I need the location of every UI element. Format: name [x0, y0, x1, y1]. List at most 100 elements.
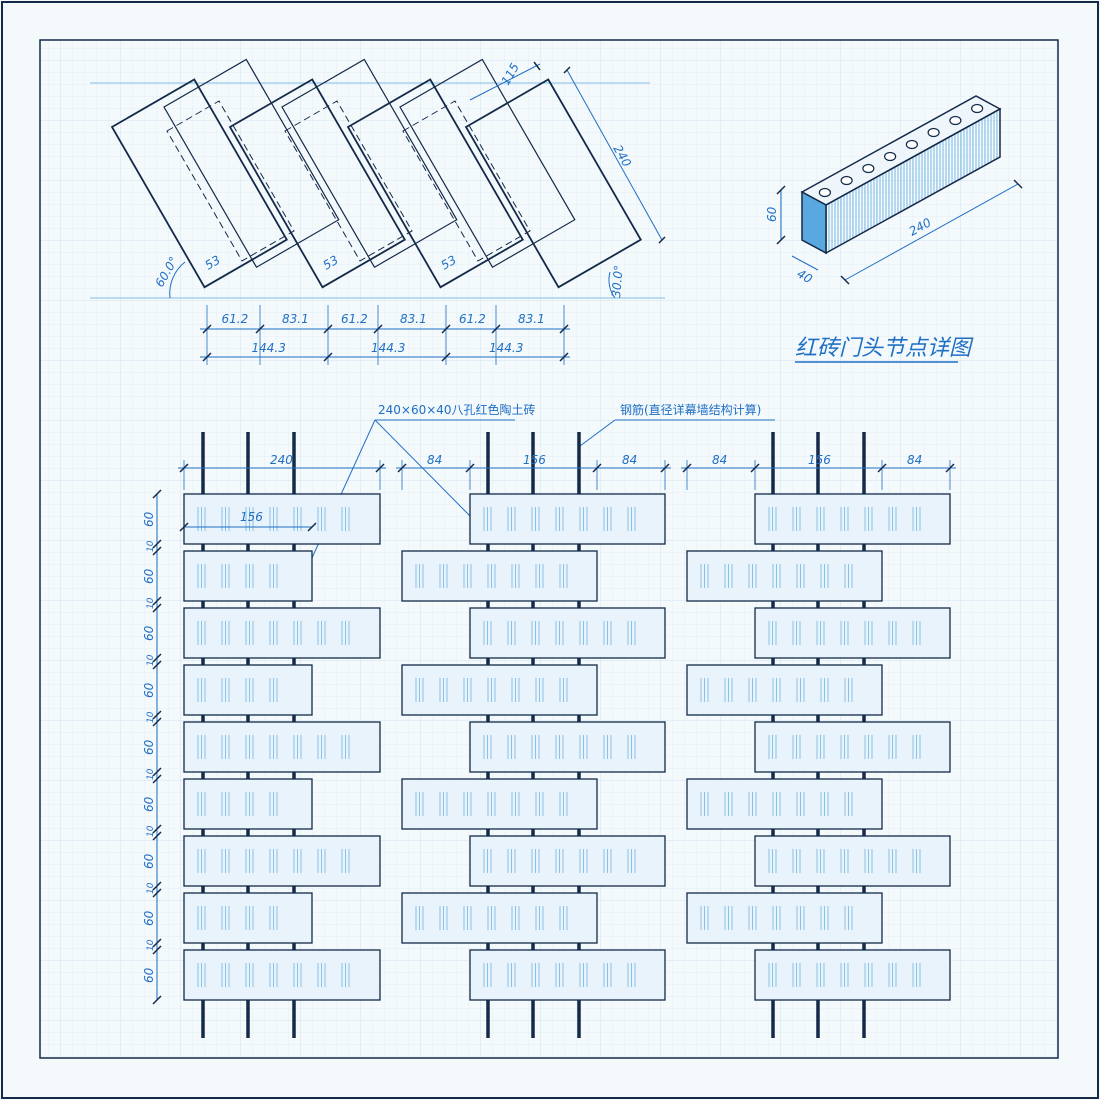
dim-tick [152, 945, 162, 955]
plan-brick-offset [399, 58, 576, 269]
plan-brick-solid [346, 78, 525, 289]
brick [754, 949, 951, 1001]
chain-total-label: 144.3 [489, 341, 523, 355]
dim-tick [152, 824, 162, 834]
dim-tick [375, 463, 385, 473]
elev-dim-84-c: 84 [712, 453, 727, 467]
elev-dim-84-d: 84 [907, 453, 922, 467]
dim-53-1: 53 [203, 253, 223, 273]
brick [183, 493, 381, 545]
angle-arc-30 [608, 271, 616, 299]
brick [183, 835, 381, 887]
dim-tick [877, 463, 887, 473]
dim-tick [373, 324, 383, 334]
joint-label: 10 [146, 654, 156, 666]
dim-tick [152, 995, 162, 1005]
dim-tick [323, 352, 333, 362]
brick [754, 493, 951, 545]
dim-tick [152, 717, 162, 727]
dim-tick [152, 831, 162, 841]
dim-tick [179, 522, 189, 532]
joint-label: 10 [146, 768, 156, 780]
dim-tick [202, 352, 212, 362]
chain-label: 83.1 [518, 312, 545, 326]
brick [686, 892, 883, 944]
dim-tick [152, 653, 162, 663]
dim-tick [323, 324, 333, 334]
iso-hole [927, 127, 940, 138]
dim-tick [559, 352, 569, 362]
course-height-label: 60 [142, 511, 156, 527]
dim-tick [152, 938, 162, 948]
dim-tick [465, 463, 475, 473]
dim-tick [397, 463, 407, 473]
dim-tick [152, 710, 162, 720]
dim-tick [592, 463, 602, 473]
joint-label: 10 [146, 939, 156, 951]
brick [183, 550, 313, 602]
plan-brick-dashed [166, 100, 295, 262]
brick [401, 892, 598, 944]
dim-53-2: 53 [321, 253, 341, 273]
joint-label: 10 [146, 597, 156, 609]
brick [183, 721, 381, 773]
course-height-label: 60 [142, 568, 156, 584]
course-height-label: 60 [142, 739, 156, 755]
chain-total-label: 144.3 [252, 341, 286, 355]
course-height-label: 60 [142, 625, 156, 641]
dim-tick [255, 324, 265, 334]
drawing-title: 红砖门头节点详图 [795, 336, 974, 361]
dim-tick [660, 463, 670, 473]
brick [401, 550, 598, 602]
dim-tick [152, 888, 162, 898]
iso-hole [971, 103, 984, 114]
plan-brick-solid [110, 78, 289, 289]
elev-dim-240: 240 [270, 453, 293, 467]
elev-dim-156-b: 156 [523, 453, 546, 467]
brick [401, 664, 598, 716]
elev-dim-84-a: 84 [427, 453, 442, 467]
dim-tick [152, 596, 162, 606]
chain-label: 83.1 [282, 312, 309, 326]
brick [469, 607, 666, 659]
joint-label: 10 [146, 711, 156, 723]
plan-brick-dashed [284, 100, 413, 262]
plan-brick-dashed [402, 100, 531, 262]
brick [469, 835, 666, 887]
joint-label: 10 [146, 882, 156, 894]
dim-tick [750, 463, 760, 473]
brick [686, 550, 883, 602]
dim-tick [945, 463, 955, 473]
brick [754, 721, 951, 773]
dim-tick [441, 324, 451, 334]
inner-frame [39, 39, 1059, 1059]
course-height-label: 60 [142, 910, 156, 926]
joint-label: 10 [146, 825, 156, 837]
iso-hole [862, 163, 875, 174]
dim-tick [152, 881, 162, 891]
iso-hole [840, 175, 853, 186]
elev-dim-156-inner: 156 [240, 510, 263, 524]
dim-115-line [469, 63, 541, 101]
elev-dim-84-b: 84 [622, 453, 637, 467]
brick [754, 835, 951, 887]
chain-label: 61.2 [459, 312, 486, 326]
dim-tick [152, 767, 162, 777]
isometric-brick: 60 40 240 [765, 95, 1023, 286]
dim-tick [307, 522, 317, 532]
dim-tick [682, 463, 692, 473]
dim-tick [152, 603, 162, 613]
chain-label: 61.2 [341, 312, 368, 326]
iso-dim-height: 60 [765, 206, 779, 222]
course-height-label: 60 [142, 682, 156, 698]
brick-leader-2 [374, 419, 474, 520]
brick [183, 607, 381, 659]
angle-arc-60 [169, 261, 186, 299]
iso-hole [818, 187, 831, 198]
brick [469, 949, 666, 1001]
joint-label: 10 [146, 540, 156, 552]
plan-brick-solid [228, 78, 407, 289]
dim-tick [152, 539, 162, 549]
dim-tick [152, 774, 162, 784]
